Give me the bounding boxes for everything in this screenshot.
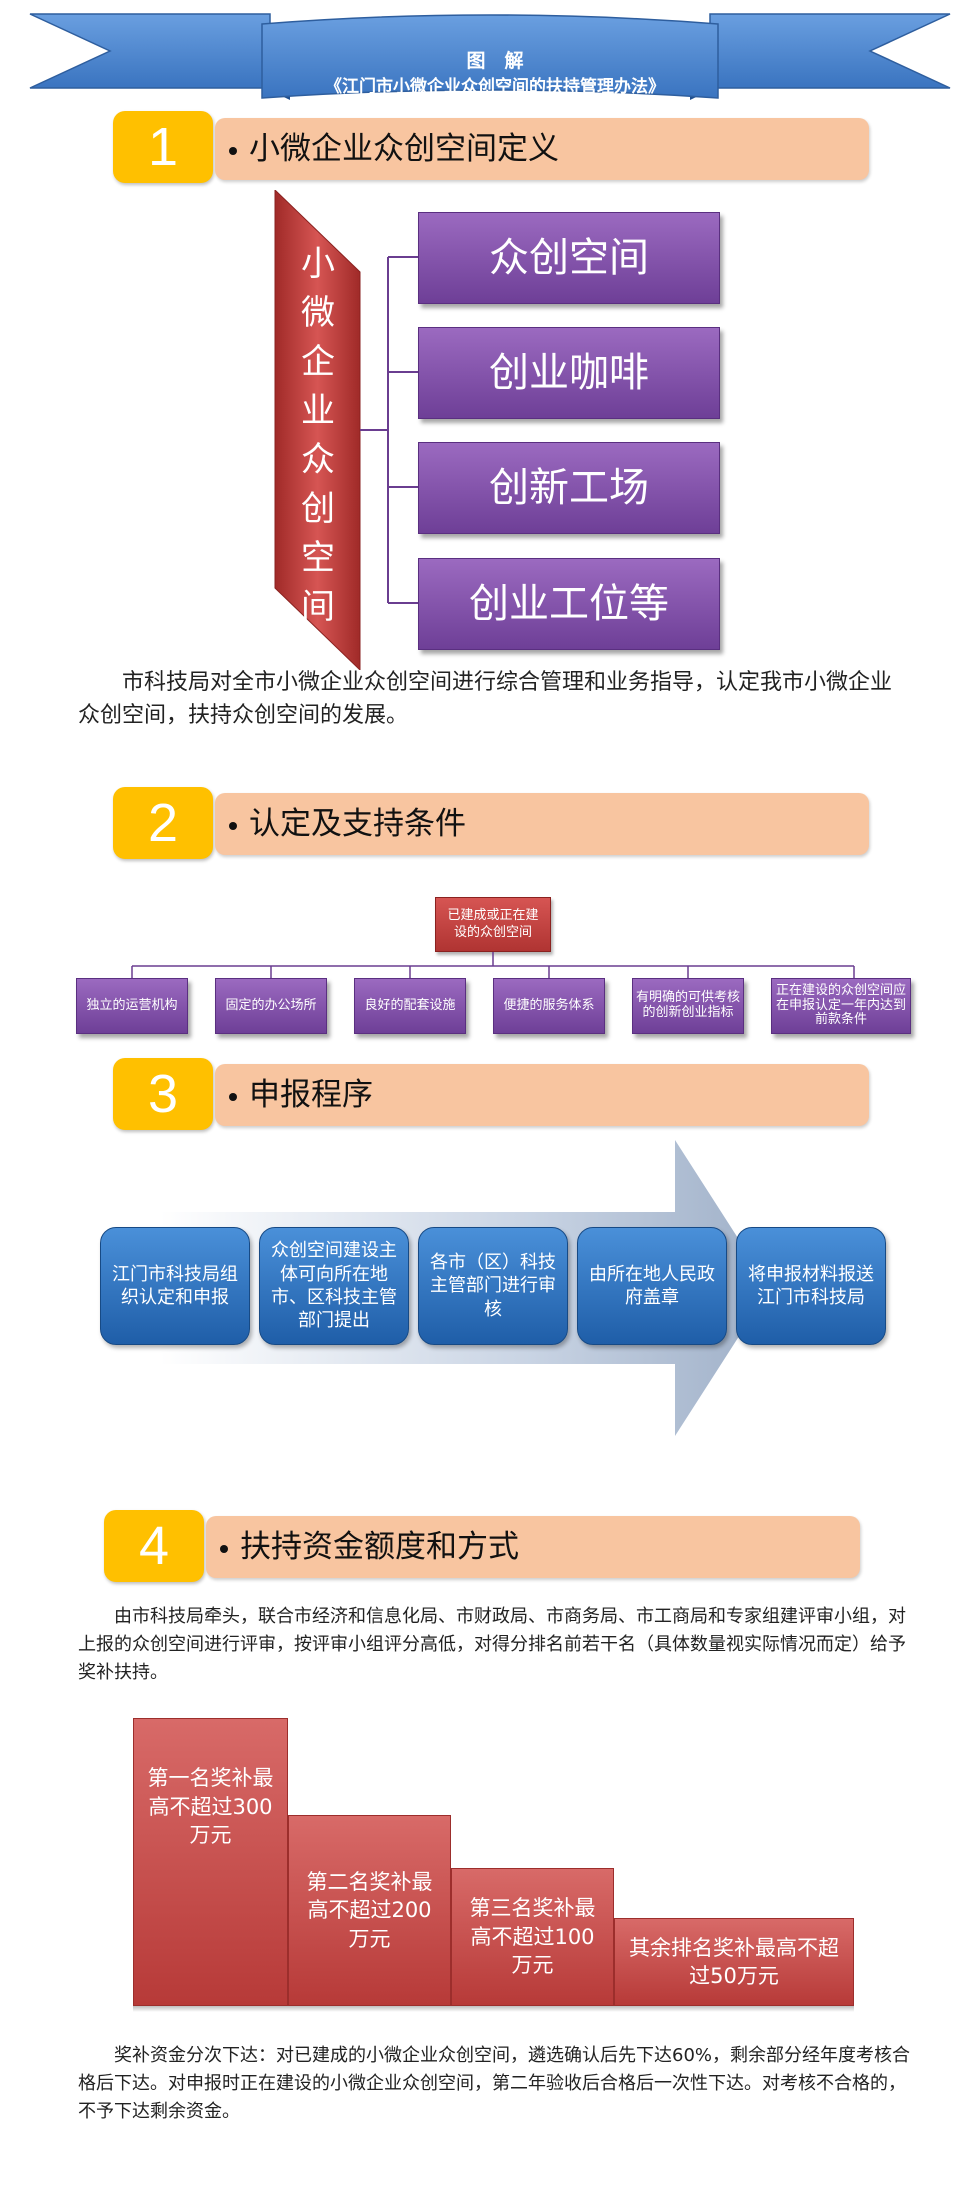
- banner-line2: 《江门市小微企业众创空间的扶持管理办法》: [325, 77, 665, 97]
- section-4-title: 扶持资金额度和方式: [240, 1529, 519, 1565]
- section-1-number: 1: [113, 111, 213, 183]
- funding-closing: 奖补资金分次下达：对已建成的小微企业众创空间，遴选确认后先下达60%，剩余部分经…: [78, 2045, 911, 2122]
- funding-step-1: 第一名奖补最高不超过300万元: [133, 1718, 288, 2006]
- definition-root-label: 小 微 企 业 众 创 空 间: [301, 244, 335, 627]
- bullet-icon: [229, 146, 237, 155]
- conditions-root: 已建成或正在建设的众创空间: [435, 897, 551, 952]
- section-3-title: 申报程序: [249, 1077, 373, 1113]
- section-3-title-bar: 申报程序: [215, 1064, 869, 1126]
- conditions-connectors: [131, 952, 855, 978]
- section-1-title: 小微企业众创空间定义: [249, 131, 559, 167]
- procedure-step-5: 将申报材料报送江门市科技局: [736, 1227, 886, 1345]
- definition-paragraph: 市科技局对全市小微企业众创空间进行综合管理和业务指导，认定我市小微企业众创空间，…: [78, 670, 893, 728]
- section-2-number: 2: [113, 787, 213, 859]
- procedure-step-3: 各市（区）科技主管部门进行审核: [418, 1227, 568, 1345]
- bullet-icon: [229, 1092, 237, 1101]
- funding-base-shadow: [133, 2006, 854, 2012]
- banner-line1: 图 解: [466, 50, 524, 72]
- bullet-icon: [229, 821, 237, 830]
- condition-item-3: 良好的配套设施: [354, 978, 466, 1034]
- section-2-title: 认定及支持条件: [249, 806, 466, 842]
- definition-root: 小 微 企 业 众 创 空 间: [265, 190, 365, 670]
- funding-step-4: 其余排名奖补最高不超过50万元: [614, 1918, 854, 2006]
- definition-item-2: 创业咖啡: [418, 327, 720, 419]
- condition-item-2: 固定的办公场所: [215, 978, 327, 1034]
- funding-step-2: 第二名奖补最高不超过200万元: [288, 1815, 451, 2006]
- section-2-title-bar: 认定及支持条件: [215, 793, 869, 855]
- condition-item-1: 独立的运营机构: [76, 978, 188, 1034]
- funding-step-3: 第三名奖补最高不超过100万元: [451, 1868, 614, 2006]
- definition-connectors: [360, 256, 418, 604]
- procedure-step-1: 江门市科技局组织认定和申报: [100, 1227, 250, 1345]
- section-4-number: 4: [104, 1510, 204, 1582]
- procedure-step-2: 众创空间建设主体可向所在地市、区科技主管部门提出: [259, 1227, 409, 1345]
- section-4-title-bar: 扶持资金额度和方式: [206, 1516, 860, 1578]
- definition-item-4: 创业工位等: [418, 558, 720, 650]
- definition-item-3: 创新工场: [418, 442, 720, 534]
- section-3-number: 3: [113, 1058, 213, 1130]
- condition-item-6: 正在建设的众创空间应在申报认定一年内达到前款条件: [771, 978, 911, 1034]
- bullet-icon: [220, 1544, 228, 1553]
- definition-item-1: 众创空间: [418, 212, 720, 304]
- procedure-step-4: 由所在地人民政府盖章: [577, 1227, 727, 1345]
- condition-item-4: 便捷的服务体系: [493, 978, 605, 1034]
- funding-paragraph: 由市科技局牵头，联合市经济和信息化局、市财政局、市商务局、市工商局和专家组建评审…: [78, 1606, 906, 1683]
- condition-item-5: 有明确的可供考核的创新创业指标: [632, 978, 744, 1034]
- section-1-title-bar: 小微企业众创空间定义: [215, 118, 869, 180]
